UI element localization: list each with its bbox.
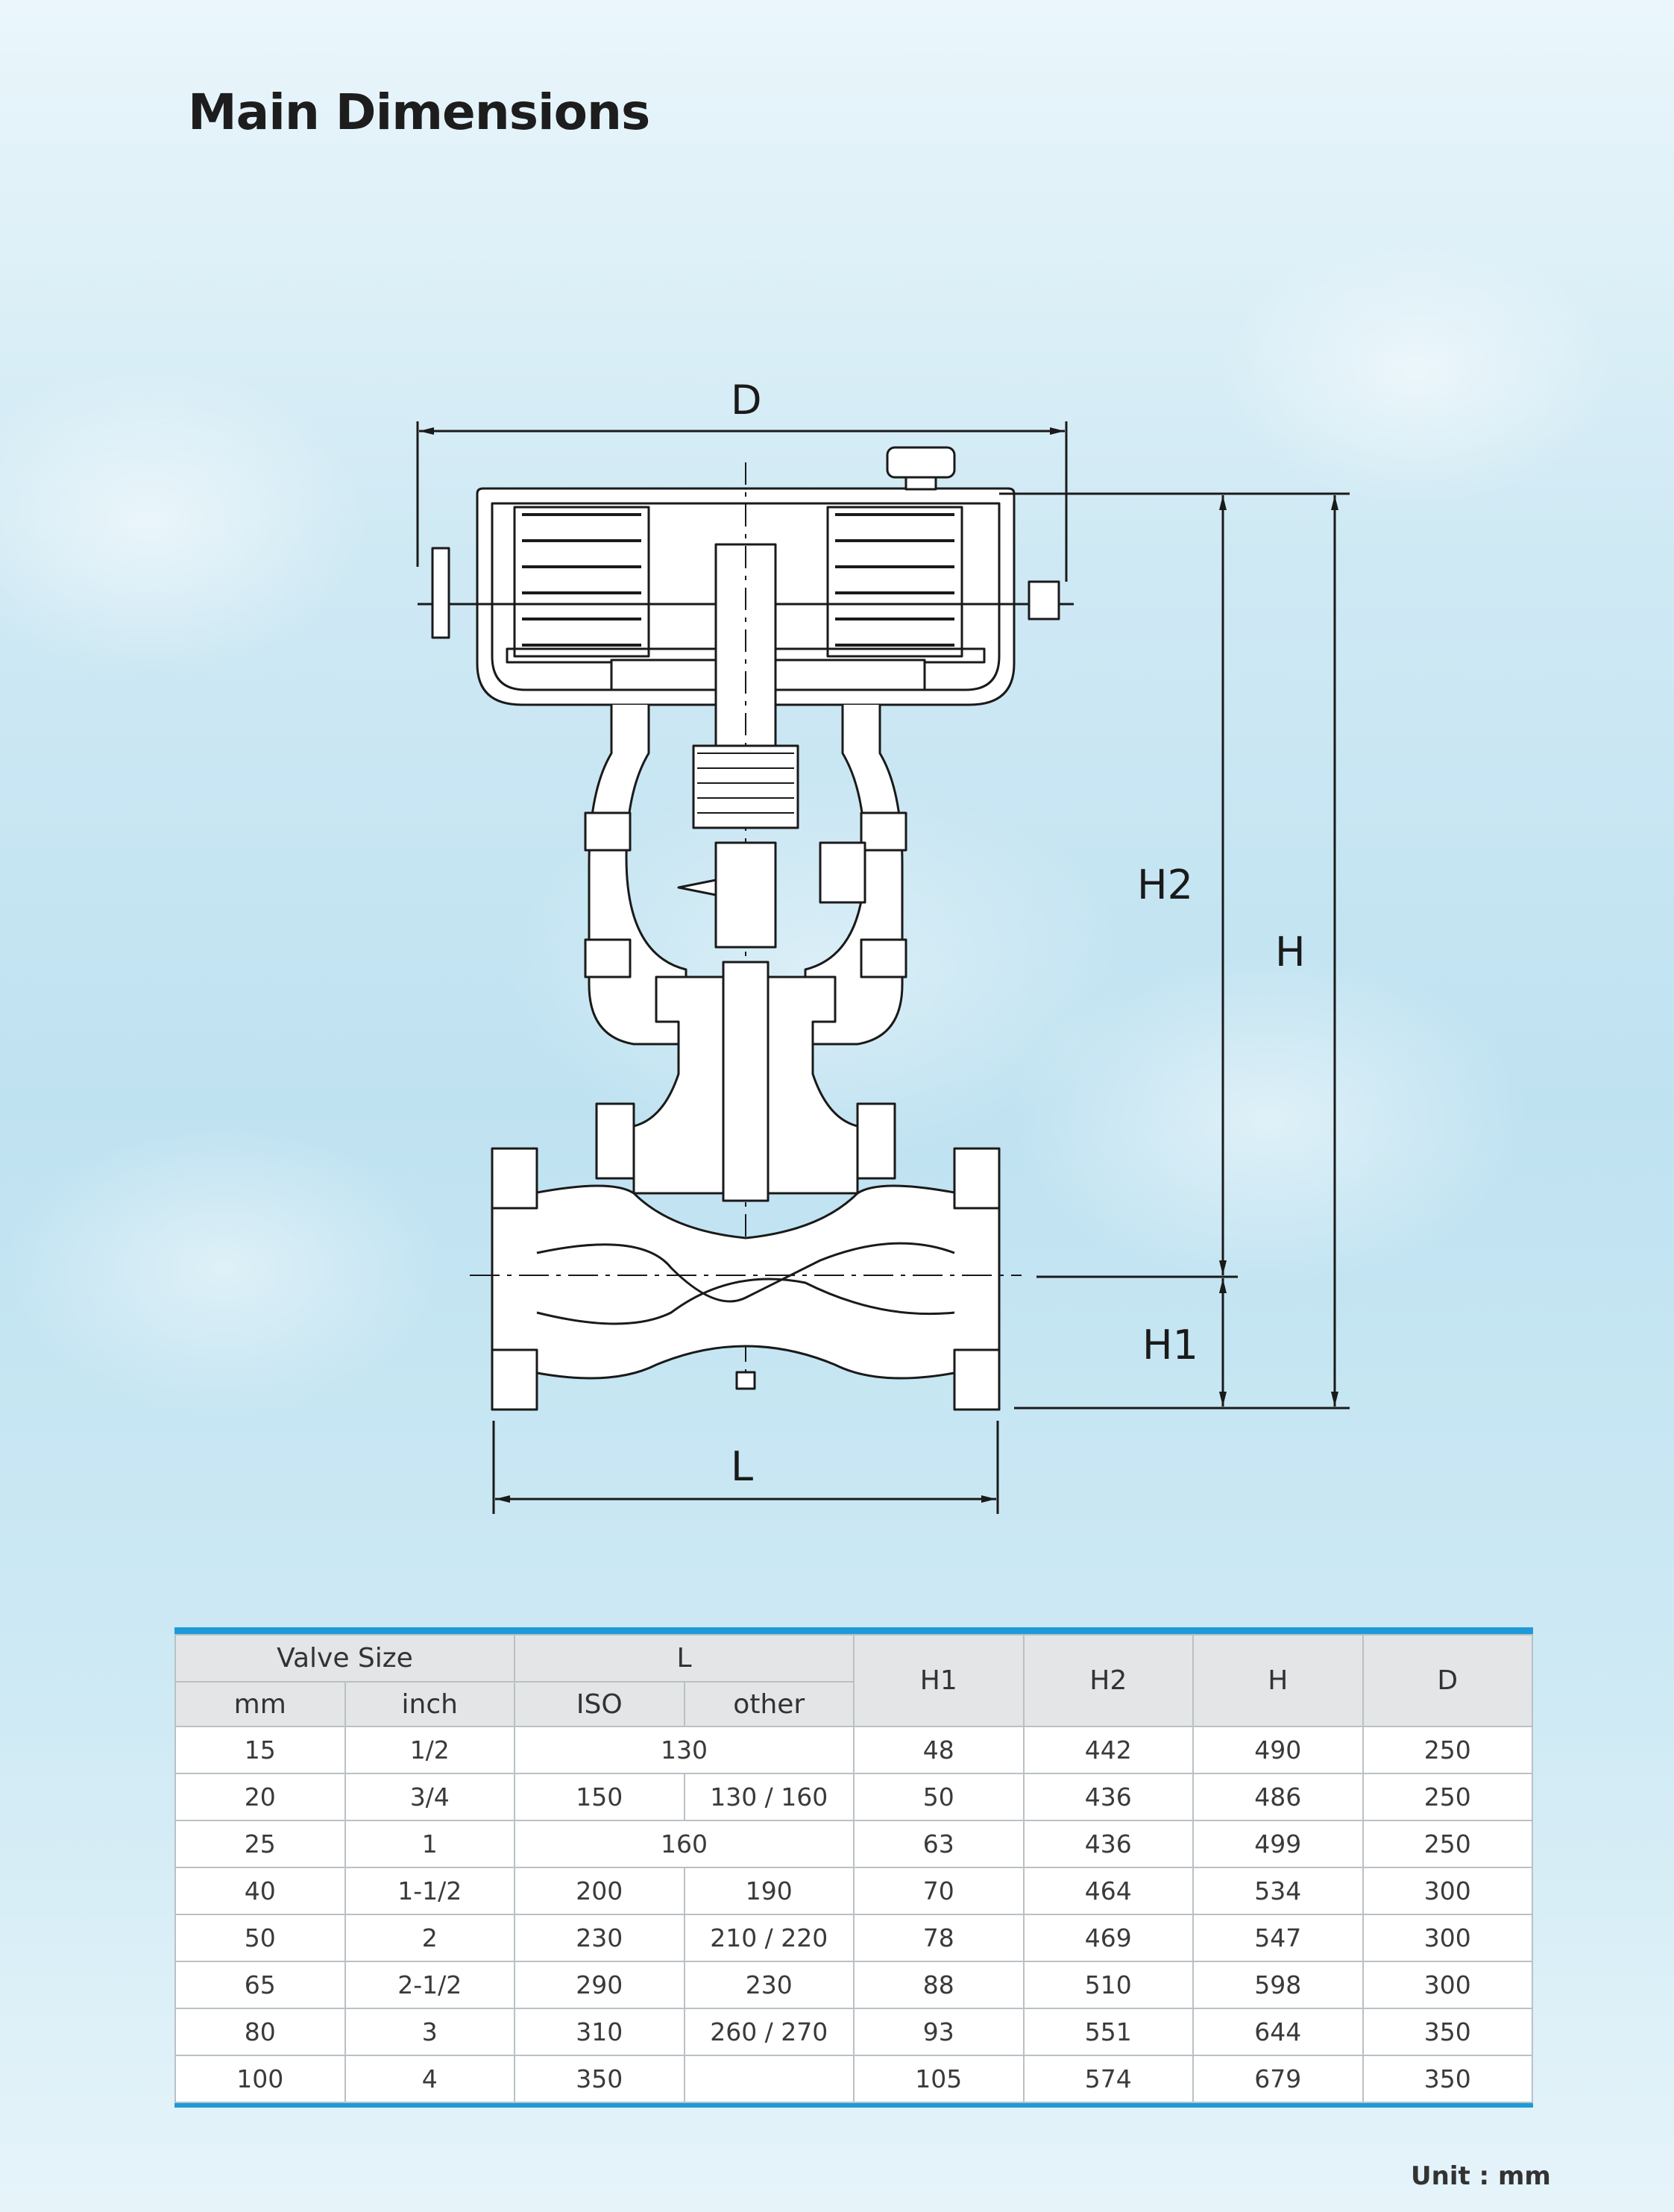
valve-body — [470, 1147, 1022, 1411]
cell-h2: 436 — [1022, 1820, 1194, 1868]
label-h1: H1 — [1142, 1322, 1198, 1369]
cell-h1: 105 — [853, 2055, 1025, 2103]
header-h: H — [1192, 1634, 1364, 1727]
cell-inch: 2 — [344, 1914, 515, 1962]
header-inch: inch — [344, 1681, 515, 1727]
cell-h2: 436 — [1022, 1773, 1194, 1821]
cell-other: 230 — [683, 1961, 855, 2009]
cell-l: 130 — [514, 1726, 855, 1774]
cell-d: 250 — [1362, 1726, 1533, 1774]
cell-mm: 25 — [174, 1820, 346, 1868]
cell-h: 534 — [1192, 1867, 1364, 1915]
cell-d: 300 — [1362, 1914, 1533, 1962]
header-d: D — [1362, 1634, 1533, 1727]
cell-h2: 442 — [1022, 1726, 1194, 1774]
cell-d: 250 — [1362, 1820, 1533, 1868]
cell-h1: 48 — [853, 1726, 1025, 1774]
cell-mm: 15 — [174, 1726, 346, 1774]
cell-d: 300 — [1362, 1867, 1533, 1915]
cell-iso: 290 — [514, 1961, 685, 2009]
cell-h1: 93 — [853, 2008, 1025, 2056]
cell-other: 210 / 220 — [683, 1914, 855, 1962]
yoke — [584, 705, 907, 1046]
cell-h: 598 — [1192, 1961, 1364, 2009]
cell-mm: 65 — [174, 1961, 346, 2009]
label-l: L — [731, 1443, 753, 1490]
cell-h2: 469 — [1022, 1914, 1194, 1962]
spring-right — [826, 506, 963, 658]
cell-mm: 40 — [174, 1867, 346, 1915]
cell-iso: 150 — [514, 1773, 685, 1821]
header-l: L — [514, 1634, 855, 1682]
valve-dimension-drawing: D L H2 H H1 — [416, 377, 1350, 1514]
bonnet — [595, 961, 896, 1202]
cell-d: 350 — [1362, 2008, 1533, 2056]
header-mm: mm — [174, 1681, 346, 1727]
cell-h: 499 — [1192, 1820, 1364, 1868]
cell-d: 300 — [1362, 1961, 1533, 2009]
cell-h1: 70 — [853, 1867, 1025, 1915]
cell-other: 130 / 160 — [683, 1773, 855, 1821]
label-d: D — [731, 377, 762, 424]
cell-h: 490 — [1192, 1726, 1364, 1774]
cell-d: 350 — [1362, 2055, 1533, 2103]
header-h1: H1 — [853, 1634, 1025, 1727]
vent-cap — [886, 446, 956, 479]
cell-iso: 230 — [514, 1914, 685, 1962]
cell-h1: 88 — [853, 1961, 1025, 2009]
cell-inch: 4 — [344, 2055, 515, 2103]
cell-l: 160 — [514, 1820, 855, 1868]
cell-h: 679 — [1192, 2055, 1364, 2103]
dimensions-table-wrap: Valve Size L H1 H2 H D mm inch ISO other… — [174, 1627, 1533, 2108]
cell-h1: 50 — [853, 1773, 1025, 1821]
header-other: other — [683, 1681, 855, 1727]
dimensions-table: Valve Size L H1 H2 H D mm inch ISO other… — [174, 1634, 1533, 2103]
cell-h2: 574 — [1022, 2055, 1194, 2103]
page-title: Main Dimensions — [188, 84, 650, 141]
cell-h1: 78 — [853, 1914, 1025, 1962]
cell-other: 260 / 270 — [683, 2008, 855, 2056]
cell-mm: 20 — [174, 1773, 346, 1821]
cell-iso: 350 — [514, 2055, 685, 2103]
cell-mm: 80 — [174, 2008, 346, 2056]
cell-h: 486 — [1192, 1773, 1364, 1821]
unit-note: Unit : mm — [1411, 2161, 1551, 2191]
label-h2: H2 — [1137, 861, 1193, 908]
spring-left — [513, 506, 650, 658]
cell-h1: 63 — [853, 1820, 1025, 1868]
cell-inch: 2-1/2 — [344, 1961, 515, 2009]
cell-h: 547 — [1192, 1914, 1364, 1962]
cell-inch: 1-1/2 — [344, 1867, 515, 1915]
cell-h: 644 — [1192, 2008, 1364, 2056]
cell-inch: 1/2 — [344, 1726, 515, 1774]
cell-inch: 1 — [344, 1820, 515, 1868]
cell-h2: 551 — [1022, 2008, 1194, 2056]
cell-mm: 100 — [174, 2055, 346, 2103]
cell-other — [683, 2055, 855, 2103]
cell-iso: 200 — [514, 1867, 685, 1915]
cell-inch: 3/4 — [344, 1773, 515, 1821]
header-h2: H2 — [1022, 1634, 1194, 1727]
cell-d: 250 — [1362, 1773, 1533, 1821]
header-iso: ISO — [514, 1681, 685, 1727]
cell-inch: 3 — [344, 2008, 515, 2056]
label-h: H — [1275, 929, 1306, 975]
cell-mm: 50 — [174, 1914, 346, 1962]
cell-iso: 310 — [514, 2008, 685, 2056]
cell-h2: 464 — [1022, 1867, 1194, 1915]
cell-h2: 510 — [1022, 1961, 1194, 2009]
cell-other: 190 — [683, 1867, 855, 1915]
header-valve-size: Valve Size — [174, 1634, 515, 1682]
